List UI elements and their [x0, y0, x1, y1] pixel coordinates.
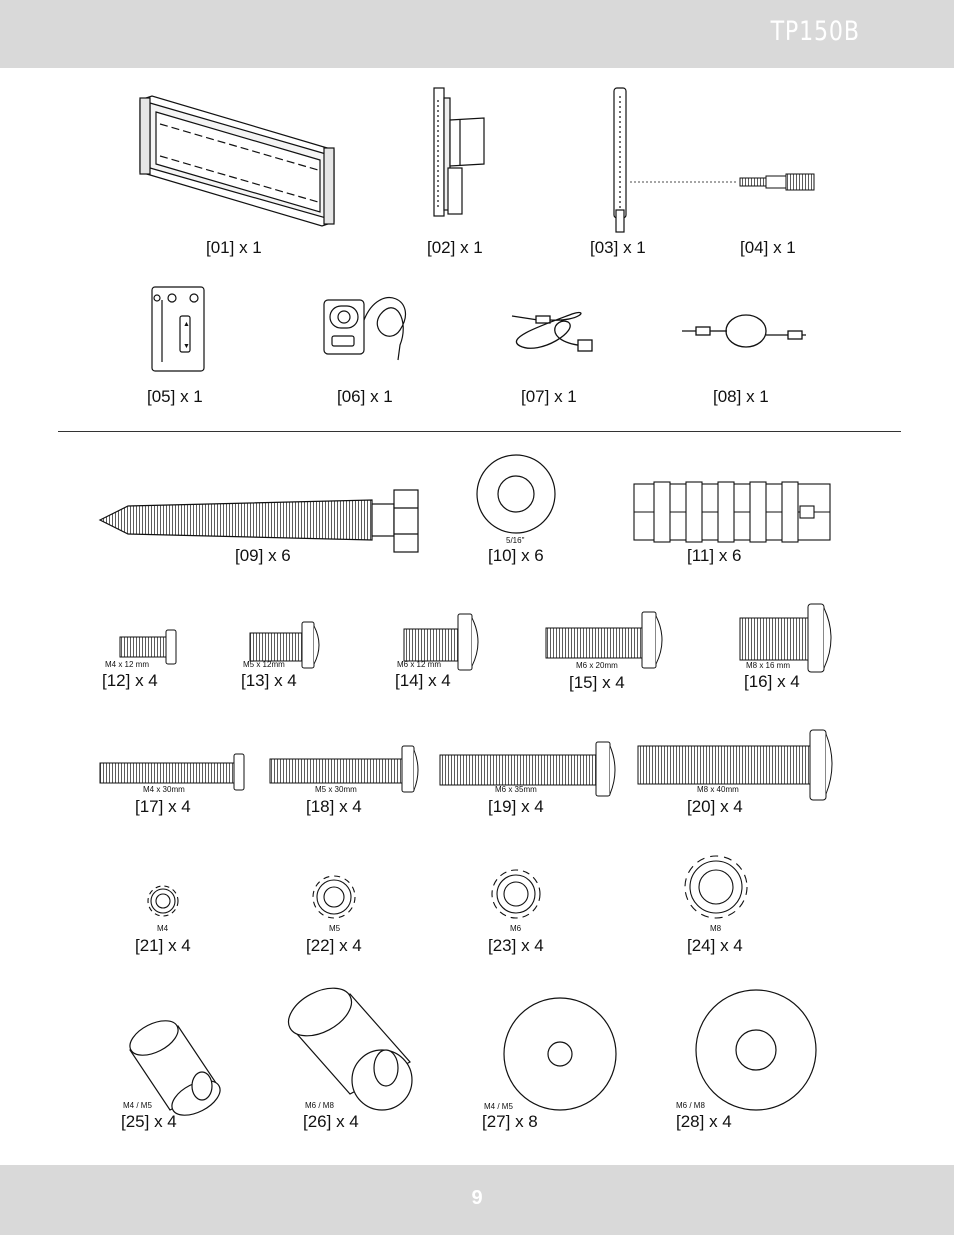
part-label: [24] x 4 [687, 936, 743, 955]
part-size: M4 [157, 924, 169, 933]
part-size: M6 x 20mm [576, 661, 618, 670]
part-size: M5 x 12mm [243, 660, 285, 669]
part-label: [04] x 1 [740, 238, 796, 257]
part-size: M6 / M8 [305, 1101, 334, 1110]
part-label: [16] x 4 [744, 672, 800, 691]
header-band: TP150B [0, 0, 954, 68]
part-size: M6 / M8 [676, 1101, 705, 1110]
part-01-wall-plate [139, 95, 335, 227]
part-12-screw [119, 629, 177, 665]
part-size: M5 x 30mm [315, 785, 357, 794]
part-17-screw [99, 753, 245, 791]
part-21-lock-washer [147, 885, 179, 917]
part-13-screw [249, 621, 320, 669]
part-label: [18] x 4 [306, 797, 362, 816]
part-size: M8 x 16 mm [746, 661, 791, 670]
part-label: [26] x 4 [303, 1112, 359, 1131]
part-04-knob-bolt [739, 173, 815, 191]
part-label: [22] x 4 [306, 936, 362, 955]
part-28-flat-washer [695, 989, 817, 1111]
part-label: [28] x 4 [676, 1112, 732, 1131]
part-label: [21] x 4 [135, 936, 191, 955]
part-11-wall-anchor [633, 481, 831, 543]
part-16-screw [739, 603, 832, 673]
part-size: M4 / M5 [484, 1102, 513, 1111]
part-size: 5/16" [506, 536, 525, 545]
part-06-power-adapter [323, 297, 406, 361]
part-27-flat-washer [503, 997, 617, 1111]
part-label: [25] x 4 [121, 1112, 177, 1131]
part-size: M8 x 40mm [697, 785, 739, 794]
part-24-lock-washer [684, 855, 748, 919]
part-label: [13] x 4 [241, 671, 297, 690]
part-label: [14] x 4 [395, 671, 451, 690]
part-20-screw [637, 729, 833, 801]
part-03-vertical-arm [613, 87, 738, 233]
part-label: [02] x 1 [427, 238, 483, 257]
part-size: M6 x 12 mm [397, 660, 442, 669]
model-title: TP150B [770, 16, 860, 47]
part-19-screw [439, 741, 616, 797]
part-size: M6 x 35mm [495, 785, 537, 794]
part-26-spacer [287, 987, 413, 1111]
part-08-rca-cable [682, 314, 806, 348]
part-size: M6 [510, 924, 522, 933]
part-label: [19] x 4 [488, 797, 544, 816]
page-number: 9 [471, 1187, 483, 1209]
part-label: [08] x 1 [713, 387, 769, 406]
part-label: [03] x 1 [590, 238, 646, 257]
part-label: [11] x 6 [687, 546, 742, 565]
part-02-bracket [433, 87, 485, 217]
part-09-lag-bolt [98, 489, 419, 553]
part-label: [05] x 1 [147, 387, 203, 406]
part-label: [12] x 4 [102, 671, 158, 690]
part-label: [01] x 1 [206, 238, 262, 257]
part-10-washer [476, 454, 556, 534]
footer-band [0, 1165, 954, 1235]
section-divider [58, 431, 901, 432]
part-size: M4 / M5 [123, 1101, 152, 1110]
part-label: [10] x 6 [488, 546, 544, 565]
svg-text:▲: ▲ [183, 321, 190, 328]
part-label: [27] x 8 [482, 1112, 538, 1131]
part-size: M8 [710, 924, 722, 933]
part-14-screw [403, 613, 479, 671]
part-25-spacer [129, 1020, 221, 1116]
part-22-lock-washer [312, 875, 356, 919]
part-label: [07] x 1 [521, 387, 577, 406]
part-size: M5 [329, 924, 341, 933]
part-label: [06] x 1 [337, 387, 393, 406]
part-05-remote: ▲ ▼ [151, 286, 205, 372]
part-23-lock-washer [491, 869, 541, 919]
part-label: [20] x 4 [687, 797, 743, 816]
part-18-screw [269, 745, 419, 793]
part-15-screw [545, 611, 663, 669]
part-label: [23] x 4 [488, 936, 544, 955]
part-label: [17] x 4 [135, 797, 191, 816]
part-07-cable [511, 311, 593, 352]
part-size: M4 x 30mm [143, 785, 185, 794]
part-label: [09] x 6 [235, 546, 291, 565]
part-size: M4 x 12 mm [105, 660, 150, 669]
svg-text:▼: ▼ [183, 343, 190, 350]
part-label: [15] x 4 [569, 673, 625, 692]
